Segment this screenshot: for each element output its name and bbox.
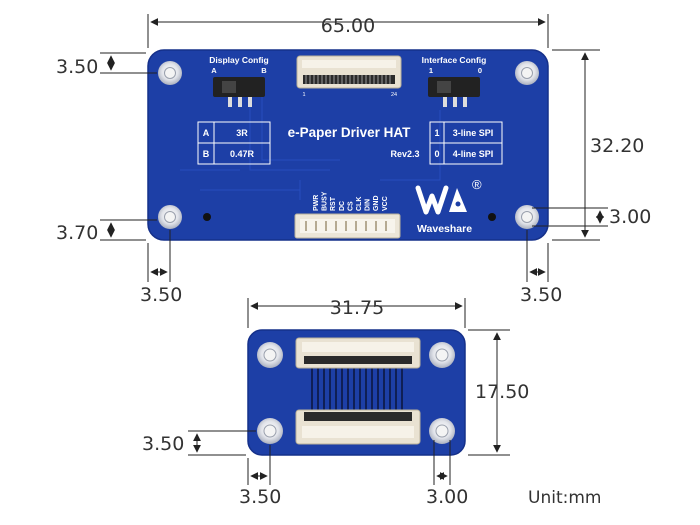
bottom-dimensions [188,298,510,485]
waveshare-logo-icon [415,185,467,215]
interface-config-1: 1 [429,66,433,75]
pcb-traces [180,95,441,200]
interface-table-key-0: 1 [434,128,439,138]
interface-config-0: 0 [478,66,482,75]
mounting-hole-icon [158,205,182,229]
display-table-value-0: 3R [236,128,248,138]
mounting-hole-icon [257,342,283,368]
dim-bottom-hole-offset: 3.70 [56,222,98,244]
pin-label-gnd: GND [373,195,380,211]
pin-label-clk: CLK [356,197,363,211]
ffc-connector-icon [295,337,421,369]
dim-bottom-hole-offset: 3.50 [142,433,184,455]
dim-right-hole-offset: 3.50 [520,284,562,306]
dim-bottom-height: 17.50 [475,381,529,403]
pin-label-vcc: VCC [382,196,389,211]
display-table-key-0: A [203,128,210,138]
dim-bottom-width: 31.75 [330,297,384,319]
pin-label-busy: BUSY [322,191,329,211]
board-revision: Rev2.3 [390,149,419,159]
mounting-hole-icon [158,61,182,85]
mounting-hole-icon [515,61,539,85]
interface-config-label: Interface Config [422,55,487,65]
mounting-hole-icon [257,418,283,444]
interface-table-key-1: 0 [434,149,439,159]
via-icon [488,213,496,221]
interface-table-value-0: 3-line SPI [453,128,494,138]
display-config-b: B [261,66,267,75]
ffc-connector-icon [295,409,421,445]
dim-top-width: 65.00 [321,15,375,37]
ffc-pin-1-label: 1 [302,92,305,98]
display-config-label: Display Config [209,55,269,65]
dim-top-height: 32.20 [590,135,644,157]
pcb-traces [311,368,403,410]
dim-bottom-left-hole-offset: 3.50 [239,486,281,508]
dim-bottom-hole-diameter: 3.00 [426,486,468,508]
interface-table [429,121,503,165]
brand-name: Waveshare [417,223,472,235]
via-icon [203,213,211,221]
mounting-hole-icon [429,342,455,368]
mounting-hole-icon [515,205,539,229]
pin-header-connector [294,213,401,239]
unit-label: Unit:mm [528,488,601,508]
top-board: Display Config A B Interface Config 1 0 [147,49,549,241]
slide-switch-icon [213,77,265,107]
display-table-value-1: 0.47R [230,149,255,159]
dim-hole-diameter: 3.00 [609,206,651,228]
dim-left-hole-offset: 3.50 [140,284,182,306]
display-config-a: A [211,66,217,75]
ffc-pin-24-label: 24 [391,92,397,98]
pin-label-dc: DC [339,201,346,211]
pin-label-pwr: PWR [313,195,320,211]
pin-label-din: DIN [365,199,372,211]
display-table-key-1: B [203,149,210,159]
top-dimensions [100,14,608,282]
pin-label-rst: RST [330,196,337,211]
mounting-hole-icon [429,418,455,444]
display-table [197,121,271,165]
pin-label-cs: CS [347,201,354,211]
interface-table-value-1: 4-line SPI [453,149,494,159]
bottom-board [247,329,466,456]
dim-top-hole-offset: 3.50 [56,56,98,78]
slide-switch-icon [428,77,480,107]
ffc-connector-icon [296,55,402,89]
registered-mark: ® [472,177,482,192]
board-title: e-Paper Driver HAT [288,125,412,140]
